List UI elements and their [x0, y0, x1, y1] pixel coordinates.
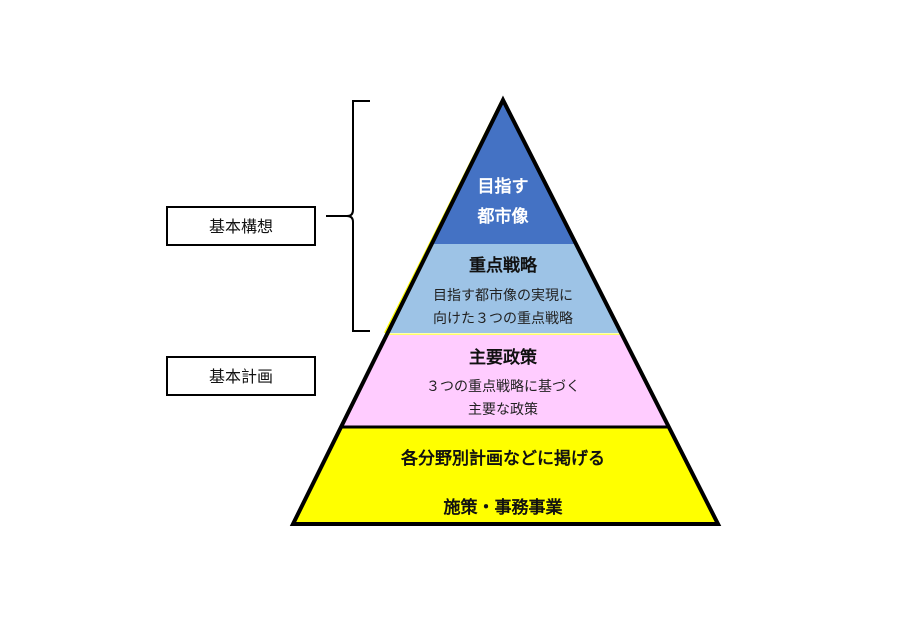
- vision-line-2: 都市像: [477, 206, 530, 227]
- label-kihon-keikaku: 基本計画: [209, 367, 273, 386]
- pyramid-outline: [289, 95, 722, 526]
- vision-line-1: 目指す: [478, 176, 529, 197]
- policy-desc-2: 主要な政策: [468, 401, 538, 418]
- layer-vision: [431, 100, 576, 244]
- layer-priority-strategies: [387, 244, 621, 333]
- layer-measures: [293, 427, 718, 524]
- brace-bracket: [326, 100, 370, 332]
- priority-desc-2: 向けた３つの重点戦略: [433, 311, 573, 327]
- measures-subtitle: 施策・事務事業: [444, 497, 563, 518]
- priority-desc-1: 目指す都市像の実現に: [433, 287, 573, 304]
- policy-desc-1: ３つの重点戦略に基づく: [426, 378, 580, 395]
- measures-title: 各分野別計画などに掲げる: [400, 448, 605, 469]
- label-box-kihon-keikaku: [166, 356, 316, 396]
- layer-main-policies: [341, 335, 669, 427]
- policy-title: 主要政策: [469, 347, 538, 368]
- priority-title: 重点戦略: [469, 255, 538, 276]
- label-kihon-koso: 基本構想: [209, 217, 273, 236]
- label-box-kihon-koso: [166, 206, 316, 246]
